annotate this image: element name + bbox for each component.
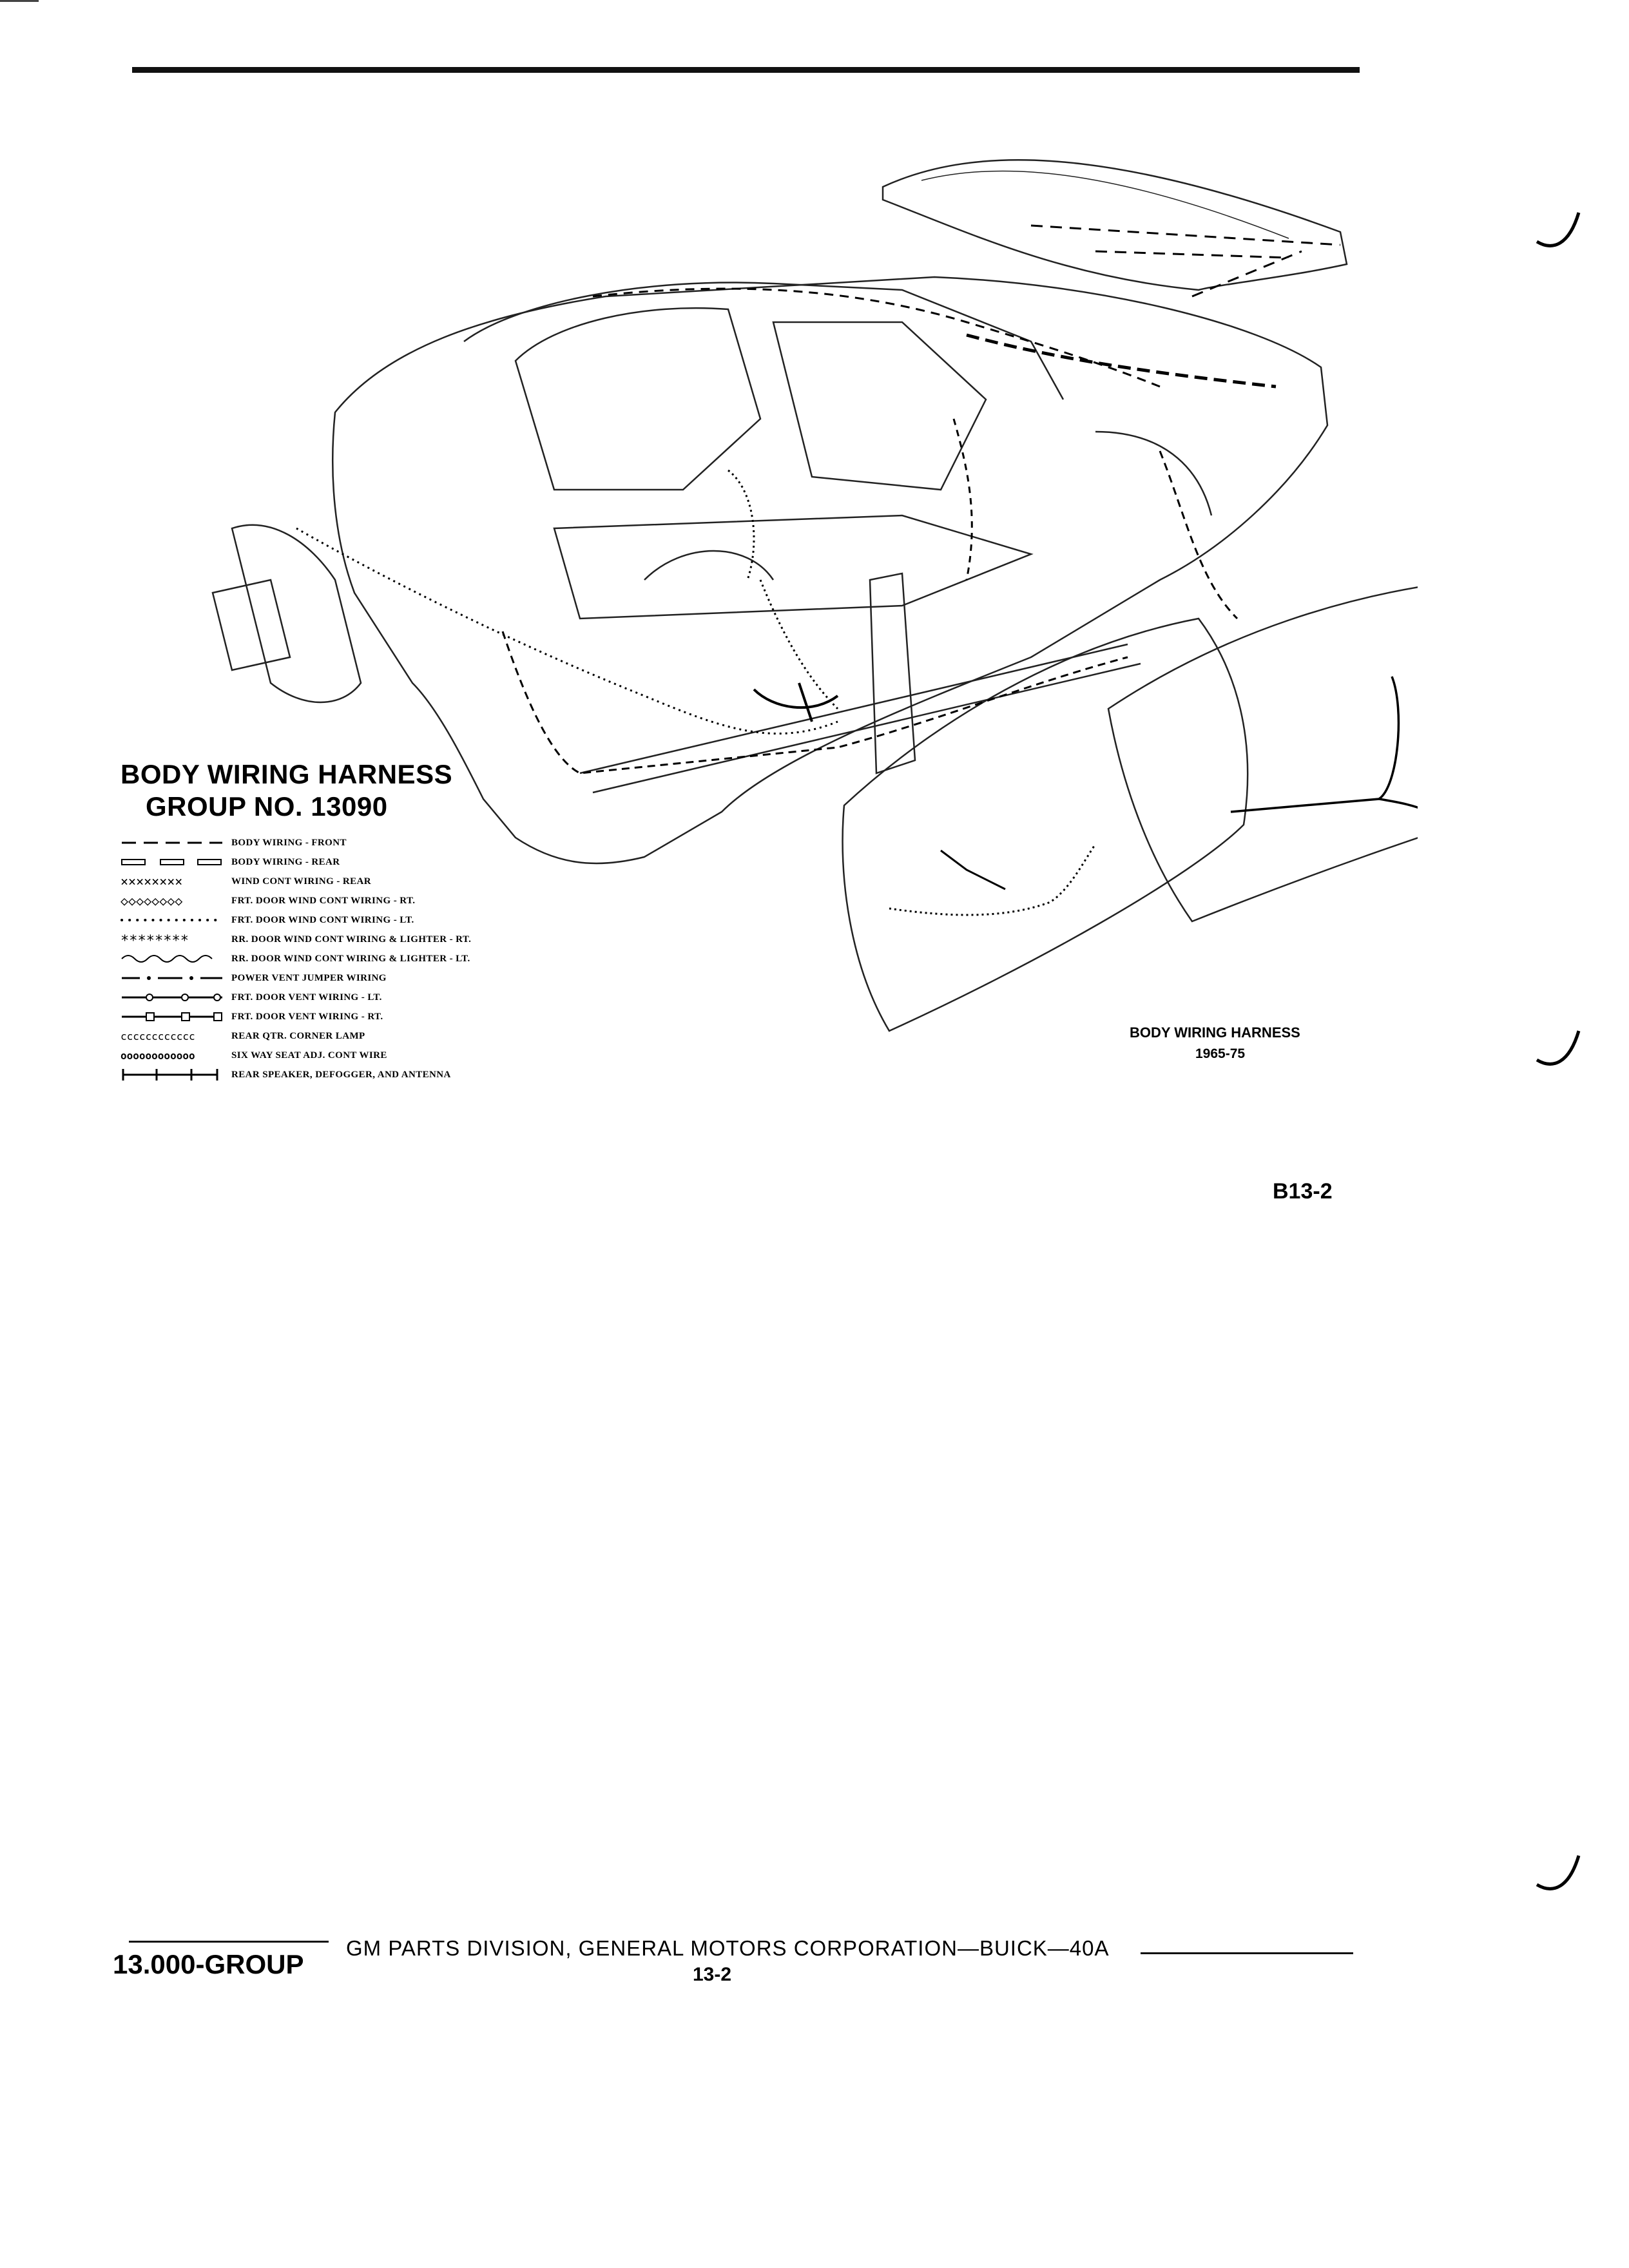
- legend-label: FRT. DOOR VENT WIRING - LT.: [231, 992, 382, 1003]
- diamond-chain-line-icon: ◇◇◇◇◇◇◇◇: [120, 893, 182, 908]
- scan-corner-mark: [0, 0, 39, 2]
- binder-tick-icon: [1536, 1855, 1581, 1890]
- legend-item: POWER VENT JUMPER WIRING: [120, 968, 387, 988]
- door-panel-drawing: [842, 617, 1249, 1032]
- group-number: GROUP NO. 13090: [146, 791, 388, 822]
- dash-square-line-icon: [122, 1012, 222, 1021]
- legend-item: FRT. DOOR VENT WIRING - LT.: [120, 988, 382, 1007]
- page-reference: B13-2: [1273, 1179, 1333, 1204]
- bar-dash-line-icon: [122, 1069, 218, 1081]
- rear-deck-lid-drawing: [882, 159, 1348, 291]
- legend-item: FRT. DOOR VENT WIRING - RT.: [120, 1007, 383, 1026]
- legend-item: ******** RR. DOOR WIND CONT WIRING & LIG…: [120, 930, 471, 949]
- legend-item: ◇◇◇◇◇◇◇◇ FRT. DOOR WIND CONT WIRING - RT…: [120, 891, 415, 910]
- legend-label: BODY WIRING - FRONT: [231, 837, 347, 848]
- svg-text:××××××××: ××××××××: [120, 874, 182, 889]
- legend-label: FRT. DOOR WIND CONT WIRING - RT.: [231, 895, 416, 906]
- binder-tick-icon: [1536, 1030, 1581, 1066]
- legend-item: BODY WIRING - REAR: [120, 852, 340, 872]
- diagram-title: BODY WIRING HARNESS: [120, 759, 453, 789]
- figure-caption-title: BODY WIRING HARNESS: [1130, 1024, 1300, 1041]
- x-marks-line-icon: ××××××××: [120, 874, 182, 889]
- footer-publisher: GM PARTS DIVISION, GENERAL MOTORS CORPOR…: [346, 1936, 1110, 1960]
- legend-item: BODY WIRING - FRONT: [120, 833, 347, 852]
- car-body-wiring-drawing: [211, 159, 1418, 1032]
- o-chain-line-icon: oooooooooooo: [120, 1050, 195, 1062]
- legend-label: REAR SPEAKER, DEFOGGER, AND ANTENNA: [231, 1069, 451, 1080]
- footer-group: 13.000-GROUP: [113, 1949, 304, 1979]
- legend-label: BODY WIRING - REAR: [231, 856, 340, 867]
- legend-item: FRT. DOOR WIND CONT WIRING - LT.: [120, 910, 414, 930]
- dots-line-icon: [120, 919, 224, 921]
- legend-item: RR. DOOR WIND CONT WIRING & LIGHTER - LT…: [120, 949, 470, 968]
- legend-label: RR. DOOR WIND CONT WIRING & LIGHTER - RT…: [231, 934, 472, 945]
- loop-chain-line-icon: [121, 955, 213, 963]
- footer-rule-right: [1141, 1952, 1353, 1954]
- c-chain-line-icon: cccccccccccc: [120, 1030, 195, 1043]
- svg-text:cccccccccccc: cccccccccccc: [120, 1030, 195, 1043]
- dash-circle-line-icon: [122, 994, 222, 1001]
- legend-label: REAR QTR. CORNER LAMP: [231, 1030, 365, 1041]
- legend-label: FRT. DOOR WIND CONT WIRING - LT.: [231, 914, 414, 925]
- legend-item: ×××××××× WIND CONT WIRING - REAR: [120, 872, 371, 891]
- legend-item: REAR SPEAKER, DEFOGGER, AND ANTENNA: [120, 1065, 451, 1084]
- stars-line-icon: ********: [120, 933, 189, 949]
- legend-label: RR. DOOR WIND CONT WIRING & LIGHTER - LT…: [231, 953, 470, 964]
- legend-item: cccccccccccc REAR QTR. CORNER LAMP: [120, 1026, 365, 1046]
- footer-rule-left: [129, 1941, 329, 1943]
- top-rule: [132, 67, 1360, 73]
- dash-dot-line-icon: [122, 976, 222, 980]
- legend-label: FRT. DOOR VENT WIRING - RT.: [231, 1011, 383, 1022]
- legend-item: oooooooooooo SIX WAY SEAT ADJ. CONT WIRE: [120, 1046, 387, 1065]
- figure-caption-years: 1965-75: [1195, 1046, 1246, 1061]
- svg-text:********: ********: [120, 933, 189, 949]
- legend-label: WIND CONT WIRING - REAR: [231, 876, 372, 887]
- svg-text:oooooooooooo: oooooooooooo: [120, 1050, 195, 1062]
- legend-label: SIX WAY SEAT ADJ. CONT WIRE: [231, 1050, 387, 1061]
- legend-label: POWER VENT JUMPER WIRING: [231, 972, 387, 983]
- binder-tick-icon: [1536, 212, 1581, 247]
- double-dash-line-icon: [121, 859, 222, 865]
- footer-page-number: 13-2: [693, 1964, 732, 1985]
- svg-text:◇◇◇◇◇◇◇◇: ◇◇◇◇◇◇◇◇: [120, 893, 182, 908]
- dash-line-icon: [122, 841, 222, 844]
